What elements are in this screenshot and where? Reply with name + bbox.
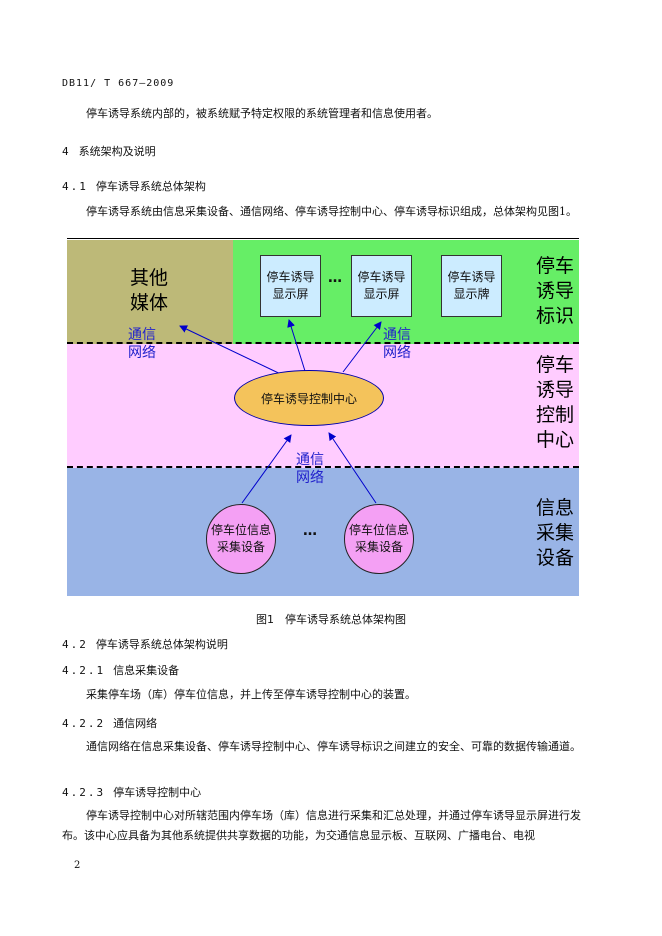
dashed-divider	[67, 466, 579, 468]
collection-layer-label: 信息 采集 设备	[535, 497, 574, 569]
control-center-layer-label: 停车 诱导 控制 中心	[535, 354, 574, 451]
ellipsis: …	[328, 270, 342, 286]
arrow-to-media	[179, 325, 290, 379]
network-arrows	[179, 319, 382, 504]
control-center-node: 停车诱导控制中心	[234, 370, 384, 426]
node-label: 停车位信息 采集设备	[210, 523, 271, 554]
network-label: 通信 网络	[383, 327, 411, 361]
section-title: 停车诱导系统总体架构说明	[95, 638, 228, 651]
intro-paragraph: 停车诱导系统内部的，被系统赋予特定权限的系统管理者和信息使用者。	[86, 107, 438, 120]
arrow-from-collector-1	[241, 434, 292, 504]
section-number: 4.2	[62, 638, 88, 651]
section-number: 4.2.1	[62, 664, 106, 677]
architecture-figure: 其他 媒体 停车诱导 显示屏 … 停车诱导 显示屏 停车诱导 显示牌 停车 诱导…	[67, 238, 579, 596]
other-media-label: 其他 媒体	[129, 267, 168, 314]
section-number: 4.2.2	[62, 717, 106, 730]
section-number: 4	[62, 145, 71, 158]
section-title: 通信网络	[113, 717, 158, 730]
parking-info-collector-node: 停车位信息 采集设备	[344, 504, 414, 574]
box-label: 停车诱导 显示牌	[447, 270, 496, 301]
guidance-screen-box: 停车诱导 显示屏	[260, 255, 321, 317]
section-4-2-3-heading: 4.2.3 停车诱导控制中心	[62, 784, 201, 800]
guidance-screen-box: 停车诱导 显示屏	[351, 255, 412, 317]
network-label: 通信 网络	[296, 452, 324, 486]
network-label: 通信 网络	[128, 327, 156, 361]
section-4-2-2-heading: 4.2.2 通信网络	[62, 715, 157, 731]
section-number: 4.1	[62, 180, 88, 193]
other-media-region	[67, 240, 233, 344]
section-4-1-heading: 4.1 停车诱导系统总体架构	[62, 178, 206, 194]
ellipsis: …	[303, 523, 317, 539]
section-title: 停车诱导系统总体架构	[95, 180, 206, 193]
section-4-2-3-body: 停车诱导控制中心对所辖范围内停车场（库）信息进行采集和汇总处理，并通过停车诱导显…	[62, 809, 581, 842]
arrow-to-screen-2	[342, 321, 382, 373]
collection-device-region	[67, 468, 579, 596]
section-4-2-heading: 4.2 停车诱导系统总体架构说明	[62, 636, 228, 652]
section-4-2-2-body: 通信网络在信息采集设备、停车诱导控制中心、停车诱导标识之间建立的安全、可靠的数据…	[86, 740, 581, 753]
section-4-2-1-heading: 4.2.1 信息采集设备	[62, 662, 179, 678]
node-label: 停车诱导控制中心	[260, 391, 357, 406]
section-number: 4.2.3	[62, 786, 106, 799]
arrow-to-screen-1	[287, 319, 306, 372]
section-4-1-body: 停车诱导系统由信息采集设备、通信网络、停车诱导控制中心、停车诱导标识组成，总体架…	[86, 205, 577, 218]
guidance-sign-box: 停车诱导 显示牌	[441, 255, 502, 317]
dashed-divider	[67, 342, 579, 344]
figure-caption: 图1 停车诱导系统总体架构图	[256, 613, 406, 626]
section-4-2-1-body: 采集停车场（库）停车位信息，并上传至停车诱导控制中心的装置。	[86, 688, 416, 701]
page-number: 2	[74, 860, 81, 871]
section-title: 系统架构及说明	[78, 145, 156, 158]
section-title: 信息采集设备	[113, 664, 180, 677]
box-label: 停车诱导 显示屏	[357, 270, 406, 301]
section-title: 停车诱导控制中心	[113, 786, 202, 799]
figure-top-border	[67, 238, 579, 239]
parking-info-collector-node: 停车位信息 采集设备	[206, 504, 276, 574]
box-label: 停车诱导 显示屏	[266, 270, 315, 301]
guidance-sign-layer-label: 停车 诱导 标识	[535, 255, 574, 327]
arrow-from-collector-2	[328, 432, 377, 504]
node-label: 停车位信息 采集设备	[348, 523, 409, 554]
document-header-id: DB11/ T 667—2009	[62, 78, 175, 89]
section-4-heading: 4 系统架构及说明	[62, 143, 156, 159]
